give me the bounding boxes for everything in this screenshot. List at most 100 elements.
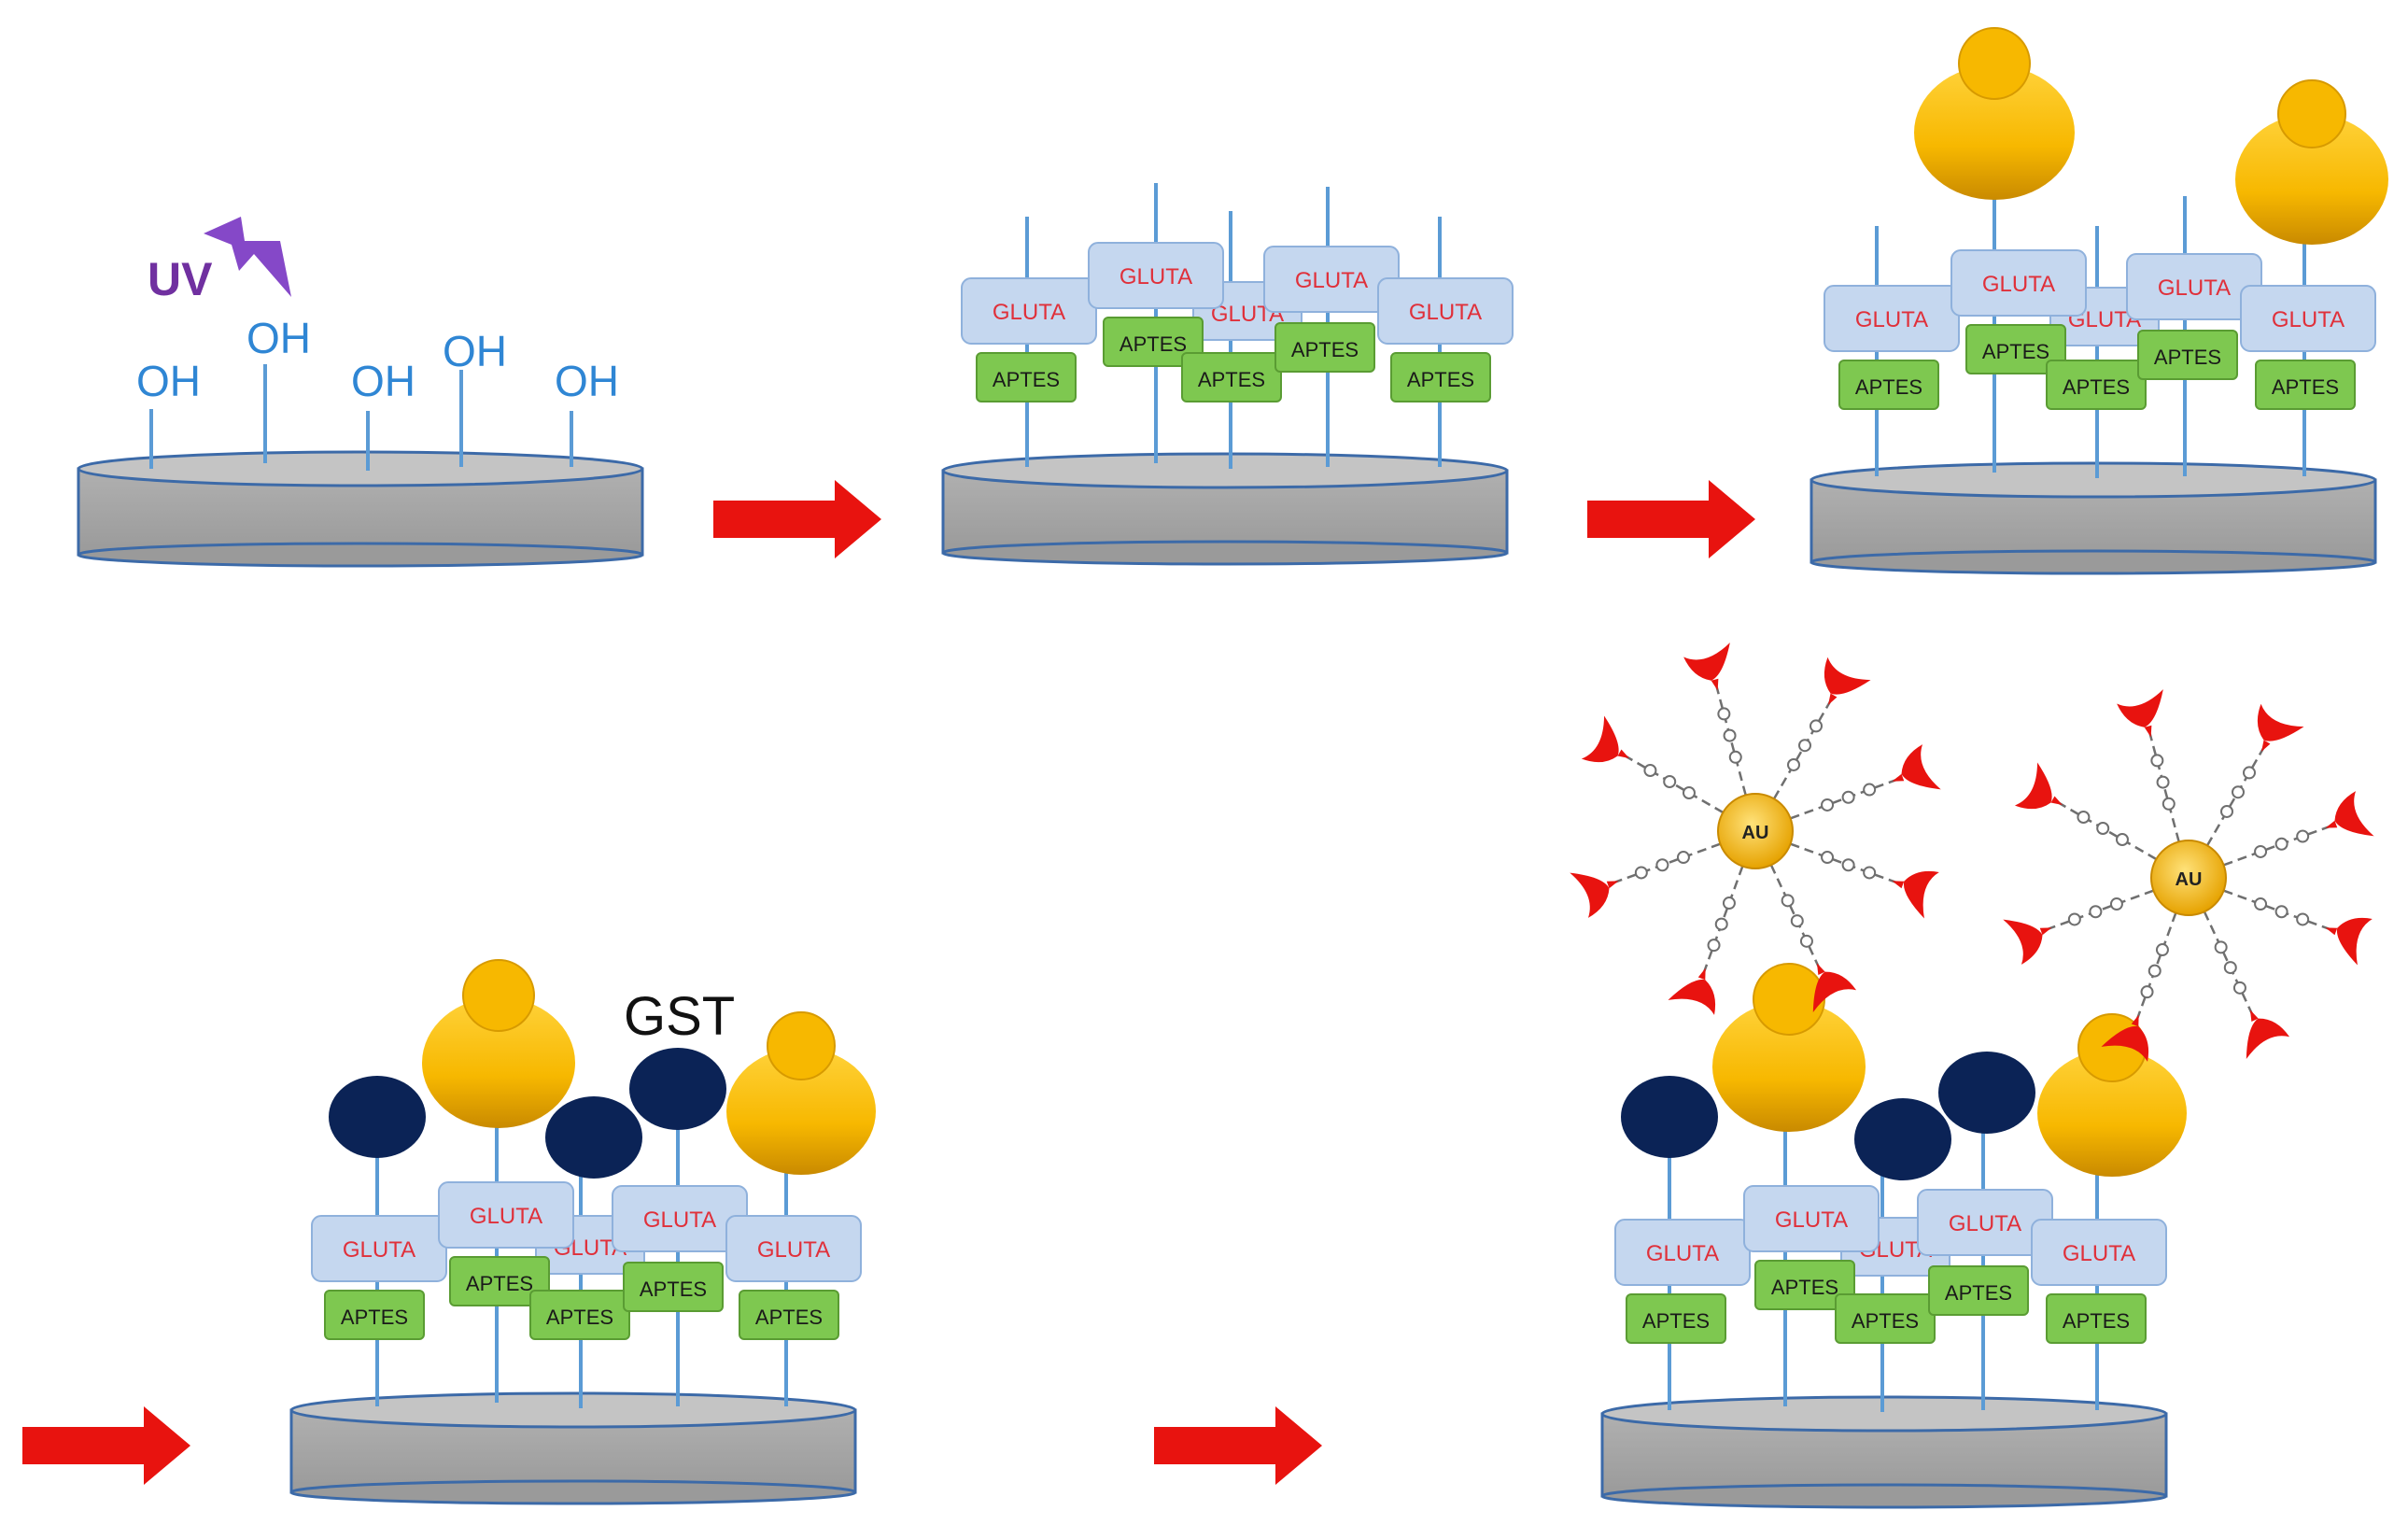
hydroxyl-group: OH: [351, 357, 415, 471]
antibody-icon: [2257, 703, 2304, 752]
antibody-linker: [1683, 642, 1747, 796]
aptes-box: APTES: [1181, 352, 1282, 402]
linker-bead: [2254, 844, 2268, 858]
antibody-icon: [1683, 642, 1730, 691]
gluta-box: GLUTA: [438, 1181, 574, 1249]
oh-label: OH: [136, 357, 201, 405]
aptes-box: APTES: [2046, 360, 2147, 410]
antibody-linker: [1790, 744, 1941, 820]
antibody-icon: [1668, 967, 1716, 1015]
aptes-label: APTES: [755, 1306, 823, 1329]
antibody-linker: [1790, 842, 1939, 919]
linker-bead: [2140, 985, 2154, 999]
linker-bead: [2155, 943, 2169, 957]
gluta-label: GLUTA: [2158, 275, 2231, 301]
linker-bead: [1723, 728, 1737, 742]
gluta-label: GLUTA: [757, 1237, 830, 1263]
aptes-label: APTES: [341, 1306, 408, 1329]
antibody-icon: [2325, 917, 2373, 966]
linker-bead: [1722, 897, 1736, 911]
antibody-linker: [1769, 864, 1857, 1013]
antigen-gold: [422, 959, 575, 1128]
aptes-box: APTES: [976, 352, 1077, 402]
linker-bead: [1663, 775, 1677, 788]
aptes-box: APTES: [1390, 352, 1491, 402]
linker-bead: [1781, 894, 1795, 908]
hydroxyl-group: OH: [555, 357, 619, 467]
linker-bead: [1841, 790, 1855, 804]
aptes-label: APTES: [466, 1272, 533, 1295]
linker-bead: [2296, 829, 2310, 843]
linker-bead: [2274, 905, 2288, 919]
antibody-linker: [2014, 762, 2157, 861]
substrate-disc: [1600, 1395, 2168, 1509]
aptes-box: APTES: [1965, 324, 2066, 374]
gluta-label: GLUTA: [1409, 300, 1482, 325]
hydroxyl-group: OH: [443, 327, 507, 467]
blocker-molecule: [1621, 1076, 1718, 1158]
aptes-box: APTES: [623, 1262, 724, 1312]
linker-bead: [1810, 719, 1823, 733]
linker-bead: [1682, 786, 1696, 799]
aptes-box: APTES: [1754, 1260, 1855, 1310]
aptes-label: APTES: [1945, 1281, 2012, 1305]
gst-label: GST: [624, 986, 735, 1047]
linker-bead: [1707, 939, 1721, 953]
linker-bead: [2220, 804, 2233, 818]
oh-label: OH: [246, 314, 311, 362]
au-label: AU: [1742, 823, 1769, 843]
substrate-disc: [1810, 461, 2377, 575]
linker-bead: [2077, 811, 2091, 824]
gluta-box: GLUTA: [1614, 1219, 1751, 1286]
aptes-box: APTES: [1103, 317, 1204, 367]
linker-bead: [2089, 905, 2103, 919]
gluta-box: GLUTA: [725, 1215, 862, 1282]
linker-bead: [1634, 866, 1648, 880]
linker-bead: [2214, 940, 2228, 954]
step-5-nanoparticle-detection: GLUTA GLUTA GLUTA GLUTA GLUTA APTES APTE…: [1600, 963, 2187, 1509]
antibody-linker: [2101, 912, 2177, 1062]
gluta-box: GLUTA: [612, 1185, 748, 1252]
hydroxyl-group: OH: [246, 314, 311, 463]
linker-bead: [1676, 851, 1690, 865]
gluta-label: GLUTA: [1295, 268, 1368, 293]
aptes-label: APTES: [1852, 1309, 1919, 1333]
linker-bead: [2232, 785, 2245, 799]
gluta-box: GLUTA: [1088, 242, 1224, 309]
linker-bead: [2296, 912, 2310, 926]
linker-bead: [1798, 739, 1811, 753]
linker-bead: [1863, 783, 1877, 797]
gluta-label: GLUTA: [1775, 1207, 1848, 1233]
gluta-label: GLUTA: [2063, 1241, 2135, 1266]
antibody-linker: [2223, 791, 2374, 867]
aptes-label: APTES: [546, 1306, 613, 1329]
gluta-label: GLUTA: [2272, 307, 2345, 332]
linker-bead: [1717, 707, 1731, 721]
substrate-disc: [77, 450, 644, 568]
linker-bead: [1655, 858, 1669, 872]
blocker-molecule: [1854, 1098, 1951, 1180]
linker-bead: [2274, 837, 2288, 851]
gluta-label: GLUTA: [470, 1204, 542, 1229]
gluta-box: GLUTA: [1824, 285, 1960, 352]
gluta-label: GLUTA: [1855, 307, 1928, 332]
lightning-icon: [204, 217, 291, 297]
aptes-box: APTES: [1928, 1265, 2029, 1316]
aptes-box: APTES: [449, 1256, 550, 1306]
linker-bead: [2162, 797, 2176, 811]
step-1-uv-activation: UV OH OH OH OH OH: [77, 217, 644, 568]
linker-bead: [1821, 798, 1835, 812]
step-3-antigen-binding: GLUTA GLUTA GLUTA GLUTA GLUTA APTES APTE…: [1810, 27, 2388, 575]
step-4-gst-blocking: GST GLUTA GLUTA GLUTA GLUTA GLUTA APTES …: [289, 959, 876, 1505]
linker-bead: [2067, 912, 2081, 926]
oh-label: OH: [443, 327, 507, 375]
gluta-label: GLUTA: [1982, 272, 2055, 297]
blocker-molecule: [1938, 1052, 2035, 1134]
linker-bead: [2254, 897, 2268, 911]
process-arrow: [1154, 1406, 1322, 1485]
gluta-box: GLUTA: [2126, 253, 2262, 320]
antibody-icon: [2246, 1010, 2290, 1060]
aptes-box: APTES: [1274, 322, 1375, 373]
antibody-icon: [1570, 872, 1619, 918]
aptes-label: APTES: [2272, 375, 2339, 399]
